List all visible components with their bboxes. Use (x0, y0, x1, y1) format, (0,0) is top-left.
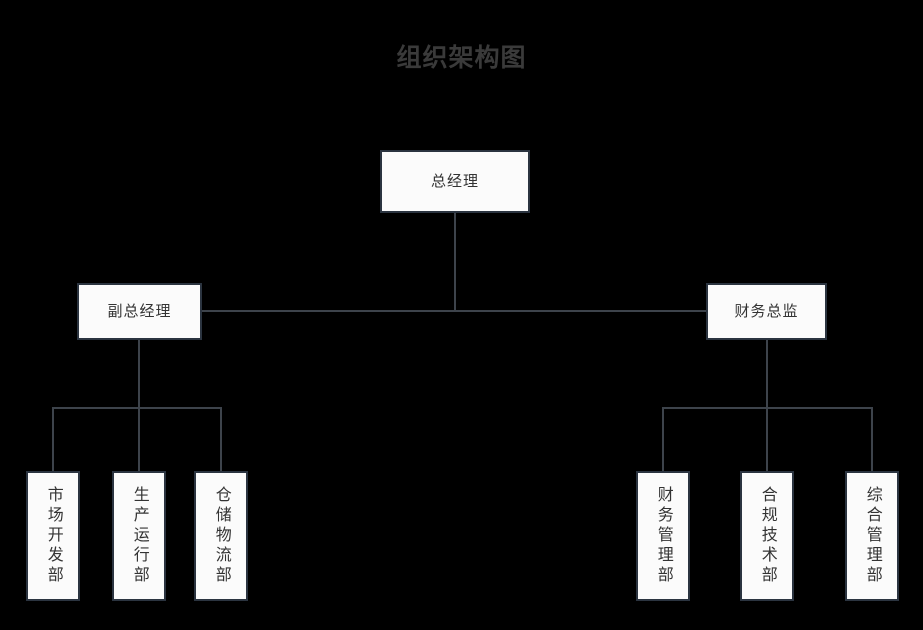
connector-left-parent-drop (138, 340, 140, 409)
connector-left-bus (52, 407, 222, 409)
connector-left-child-drop-2 (138, 407, 140, 471)
org-node-label: 总经理 (430, 172, 479, 190)
org-node-label: 副总经理 (107, 302, 172, 320)
org-node-label: 仓储物流部 (212, 486, 230, 586)
org-node-label: 生产运行部 (130, 486, 148, 586)
connector-right-child-drop-2 (766, 407, 768, 471)
connector-level2-bus (201, 310, 707, 312)
connector-left-child-drop-1 (52, 407, 54, 471)
org-node-production-operations[interactable]: 生产运行部 (112, 471, 166, 601)
org-node-warehouse-logistics[interactable]: 仓储物流部 (194, 471, 248, 601)
org-node-compliance-technology[interactable]: 合规技术部 (740, 471, 794, 601)
org-node-finance-director[interactable]: 财务总监 (706, 283, 827, 340)
org-node-label: 市场开发部 (44, 486, 62, 586)
org-node-market-development[interactable]: 市场开发部 (26, 471, 80, 601)
org-node-root[interactable]: 总经理 (380, 150, 530, 213)
org-node-label: 合规技术部 (758, 486, 776, 586)
org-node-general-management[interactable]: 综合管理部 (845, 471, 899, 601)
org-node-label: 财务总监 (734, 302, 799, 320)
connector-right-parent-drop (766, 340, 768, 409)
connector-right-child-drop-3 (871, 407, 873, 471)
org-node-label: 财务管理部 (654, 486, 672, 586)
org-node-finance-management[interactable]: 财务管理部 (636, 471, 690, 601)
connector-right-child-drop-1 (662, 407, 664, 471)
page-title: 组织架构图 (396, 44, 527, 72)
connector-root-drop (454, 213, 456, 312)
org-node-deputy-gm[interactable]: 副总经理 (77, 283, 202, 340)
connector-left-child-drop-3 (220, 407, 222, 471)
org-node-label: 综合管理部 (863, 486, 881, 586)
